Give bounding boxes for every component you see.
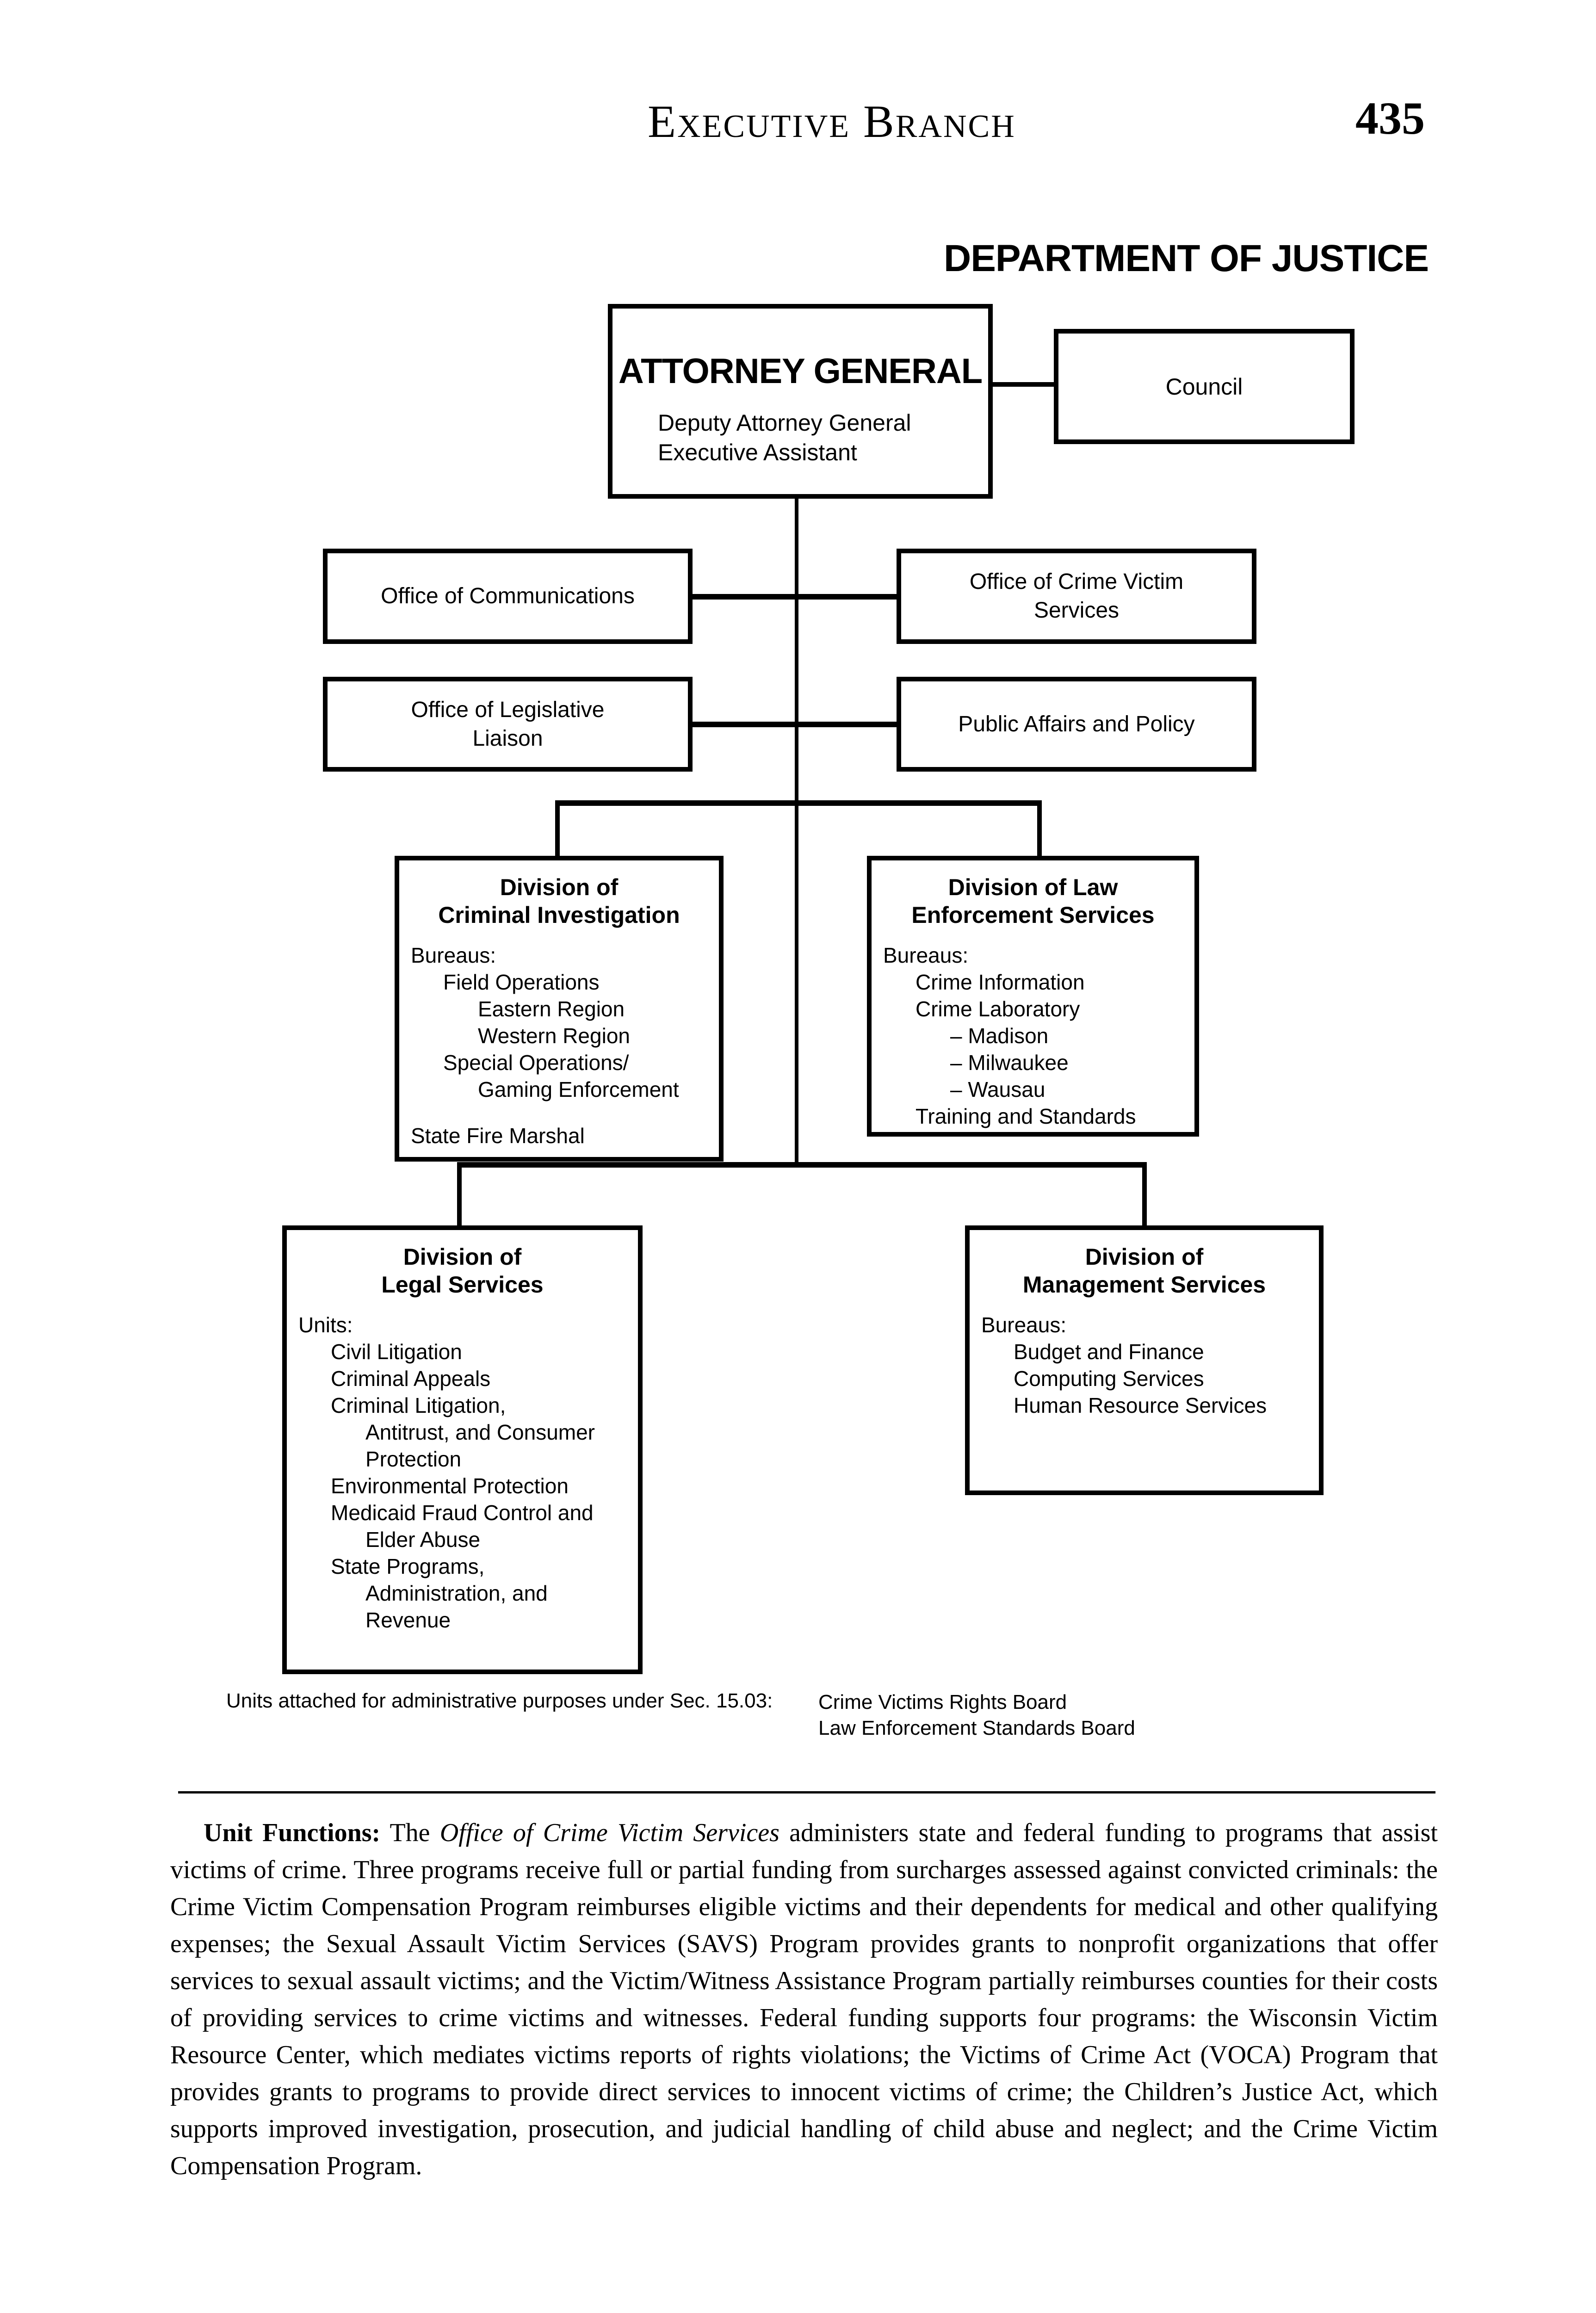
page-header-title: Executive Branch [648, 96, 1016, 147]
attorney-general-subtitle-line: Deputy Attorney General [658, 410, 911, 436]
division-title-line: Division of [500, 874, 619, 900]
division-list-item: State Programs, [331, 1554, 485, 1578]
division-list-item: Western Region [478, 1024, 630, 1048]
division-list-item: Criminal Litigation, [331, 1393, 506, 1417]
division-list-item: Criminal Appeals [331, 1367, 491, 1391]
division-title: Division of Law Enforcement Services [872, 873, 1194, 929]
division-body: Units: Civil Litigation Criminal Appeals… [287, 1311, 638, 1633]
footnote-items: Crime Victims Rights Board Law Enforceme… [818, 1689, 1135, 1741]
division-list-item: Medicaid Fraud Control and [331, 1501, 594, 1525]
office-label-line: Office of Legislative [411, 697, 605, 722]
connector-ag-council [993, 382, 1054, 387]
unit-functions-paragraph: Unit Functions: The Office of Crime Vict… [170, 1814, 1438, 2184]
division-list-item: – Milwaukee [950, 1051, 1069, 1075]
unit-functions-label: Unit Functions: [204, 1818, 381, 1847]
page-number: 435 [1355, 93, 1425, 144]
spacer [399, 1103, 719, 1122]
office-label-line: Public Affairs and Policy [958, 711, 1195, 736]
division-list-label: Units: [298, 1313, 353, 1337]
council-box: Council [1054, 329, 1355, 444]
division-list-item: Gaming Enforcement [478, 1077, 679, 1101]
division-list-item: Budget and Finance [1014, 1340, 1204, 1364]
division-list-item: Training and Standards [916, 1104, 1136, 1128]
division-list-item: Elder Abuse [365, 1528, 481, 1552]
connector-division-row-1-left-stub [555, 806, 560, 856]
division-title: Division of Criminal Investigation [399, 873, 719, 929]
connector-division-row-1-right-stub [1037, 806, 1042, 856]
division-title-line: Management Services [1022, 1272, 1266, 1298]
paragraph-lead-in: The [380, 1818, 440, 1847]
division-body: Bureaus: Field Operations Eastern Region… [399, 942, 719, 1149]
division-list-item: Revenue [365, 1608, 451, 1632]
division-list-item: Protection [365, 1447, 462, 1471]
chart-title: DEPARTMENT OF JUSTICE [944, 237, 1429, 279]
public-affairs-and-policy-box: Public Affairs and Policy [897, 677, 1256, 772]
division-title: Division of Legal Services [287, 1243, 638, 1299]
division-list-item: Civil Litigation [331, 1340, 462, 1364]
footnote-item: Law Enforcement Standards Board [818, 1717, 1135, 1739]
division-list-item: – Madison [950, 1024, 1049, 1048]
division-list-item: Environmental Protection [331, 1474, 569, 1498]
division-title-line: Legal Services [381, 1272, 544, 1298]
division-title-line: Criminal Investigation [438, 902, 680, 928]
division-list-item: Crime Information [916, 970, 1085, 994]
connector-division-row-2 [457, 1162, 1147, 1168]
office-of-crime-victim-services-term: Office of Crime Victim Services [439, 1818, 779, 1847]
division-list-item: Crime Laboratory [916, 997, 1080, 1021]
office-label-line: Office of Crime Victim [969, 569, 1184, 594]
division-list-item: Human Resource Services [1014, 1393, 1267, 1417]
division-list-label: Bureaus: [883, 943, 969, 967]
division-management-services-box: Division of Management Services Bureaus:… [965, 1225, 1324, 1495]
council-label: Council [1165, 373, 1243, 400]
office-of-crime-victim-services-box: Office of Crime Victim Services [897, 549, 1256, 644]
division-title-line: Division of Law [948, 874, 1118, 900]
division-list-item: Special Operations/ [443, 1051, 629, 1075]
connector-office-row-1 [693, 594, 897, 600]
division-list-item: Administration, and [365, 1581, 548, 1605]
divider-rule [178, 1791, 1435, 1794]
connector-office-row-2 [693, 722, 897, 727]
division-list-item: State Fire Marshal [411, 1124, 585, 1148]
division-title-line: Division of [403, 1244, 522, 1270]
connector-division-row-1 [555, 800, 1042, 806]
division-body: Bureaus: Budget and Finance Computing Se… [970, 1311, 1319, 1419]
office-label-line: Services [1033, 598, 1120, 623]
attorney-general-title: ATTORNEY GENERAL [618, 352, 983, 391]
footnote-item: Crime Victims Rights Board [818, 1691, 1067, 1713]
division-title-line: Enforcement Services [911, 902, 1155, 928]
division-list-item: – Wausau [950, 1077, 1045, 1101]
division-title-line: Division of [1085, 1244, 1204, 1270]
division-law-enforcement-services-box: Division of Law Enforcement Services Bur… [867, 856, 1199, 1137]
office-label-line: Liaison [472, 726, 543, 751]
division-list-item: Field Operations [443, 970, 600, 994]
attorney-general-box: ATTORNEY GENERAL Deputy Attorney General… [608, 304, 993, 499]
division-title: Division of Management Services [970, 1243, 1319, 1299]
office-of-legislative-liaison-box: Office of Legislative Liaison [323, 677, 693, 772]
division-legal-services-box: Division of Legal Services Units: Civil … [282, 1225, 643, 1674]
division-body: Bureaus: Crime Information Crime Laborat… [872, 942, 1194, 1130]
footnote-label: Units attached for administrative purpos… [226, 1689, 773, 1712]
attorney-general-subtitle-line: Executive Assistant [658, 439, 857, 465]
division-list-label: Bureaus: [411, 943, 496, 967]
connector-central-spine [795, 499, 798, 1168]
division-list-label: Bureaus: [981, 1313, 1067, 1337]
office-of-communications-box: Office of Communications [323, 549, 693, 644]
connector-division-row-2-left-stub [457, 1168, 462, 1225]
division-list-item: Computing Services [1014, 1367, 1204, 1391]
paragraph-body: administers state and federal funding to… [170, 1818, 1438, 2180]
division-criminal-investigation-box: Division of Criminal Investigation Burea… [395, 856, 724, 1162]
division-list-item: Eastern Region [478, 997, 625, 1021]
office-label-line: Office of Communications [381, 584, 635, 608]
division-list-item: Antitrust, and Consumer [365, 1420, 595, 1444]
connector-division-row-2-right-stub [1142, 1168, 1147, 1225]
attorney-general-subtitles: Deputy Attorney General Executive Assist… [658, 408, 988, 467]
